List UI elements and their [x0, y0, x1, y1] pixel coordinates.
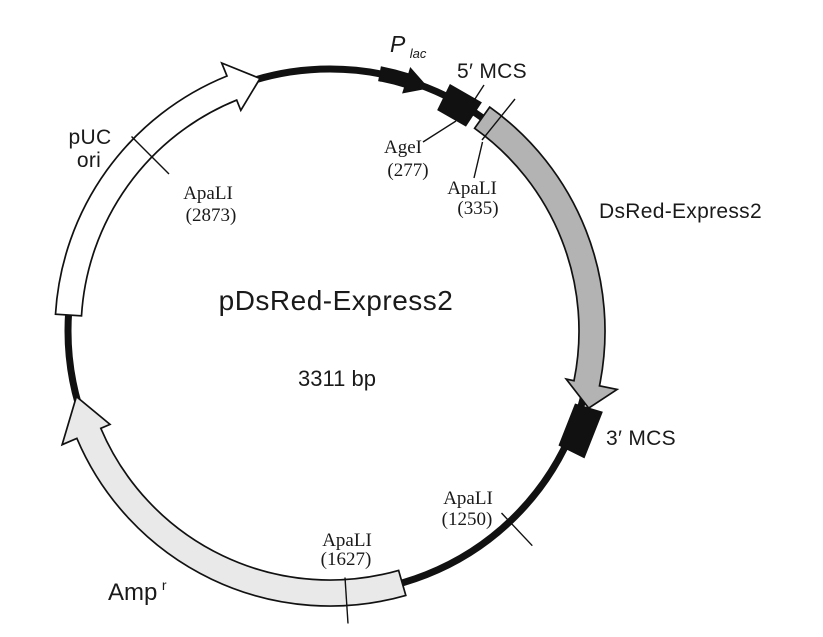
restriction-site-apali-335: ApaLI (335) [447, 98, 516, 219]
amp-label-main: Amp [108, 579, 157, 606]
plac-label-subscript: lac [410, 46, 427, 61]
amp-label: Amp r [108, 577, 167, 606]
plac-label-main: P [390, 31, 406, 57]
amp-label-superscript: r [162, 577, 167, 593]
apali-1627-tick [344, 577, 349, 624]
five-prime-mcs-label: 5′ MCS [457, 60, 527, 83]
puc-ori-arrow [54, 61, 262, 317]
apali-335-enzyme-label: ApaLI [447, 178, 497, 199]
apali-1250-position-label: (1250) [442, 509, 493, 530]
agei-277-tick [472, 84, 485, 103]
apali-2873-tick [131, 136, 170, 175]
five-prime-mcs-box [437, 84, 482, 127]
restriction-site-apali-1250: ApaLI (1250) [442, 488, 533, 547]
apali-1627-position-label: (1627) [321, 549, 372, 570]
apali-1627-enzyme-label: ApaLI [322, 530, 372, 551]
apali-2873-position-label: (2873) [186, 205, 237, 226]
restriction-site-agei-277: AgeI (277) [384, 84, 485, 181]
puc-ori-label-line2: ori [77, 149, 101, 172]
plasmid-name-label: pDsRed-Express2 [219, 285, 454, 316]
plac-promoter-arrow [378, 66, 430, 94]
agei-277-enzyme-label: AgeI [384, 137, 422, 158]
restriction-site-apali-1627: ApaLI (1627) [321, 530, 372, 624]
dsred-express2-label: DsRed-Express2 [599, 200, 762, 223]
puc-ori-label-line1: pUC [69, 126, 112, 149]
apali-335-position-label: (335) [457, 198, 498, 219]
plasmid-size-label: 3311 bp [298, 366, 376, 391]
agei-277-position-label: (277) [387, 160, 428, 181]
apali-1250-enzyme-label: ApaLI [443, 488, 493, 509]
apali-2873-enzyme-label: ApaLI [183, 183, 233, 204]
agei-277-leader [422, 120, 457, 143]
three-prime-mcs-box [558, 403, 603, 459]
apali-335-tick [481, 98, 516, 141]
apali-1250-tick [500, 512, 533, 547]
dsred-express2-arrow [473, 105, 620, 410]
amp-resistance-arrow [60, 395, 407, 607]
three-prime-mcs-label: 3′ MCS [606, 427, 676, 450]
restriction-site-apali-2873: ApaLI (2873) [131, 136, 237, 226]
apali-335-leader [473, 141, 484, 179]
plac-label: P lac [390, 31, 427, 61]
